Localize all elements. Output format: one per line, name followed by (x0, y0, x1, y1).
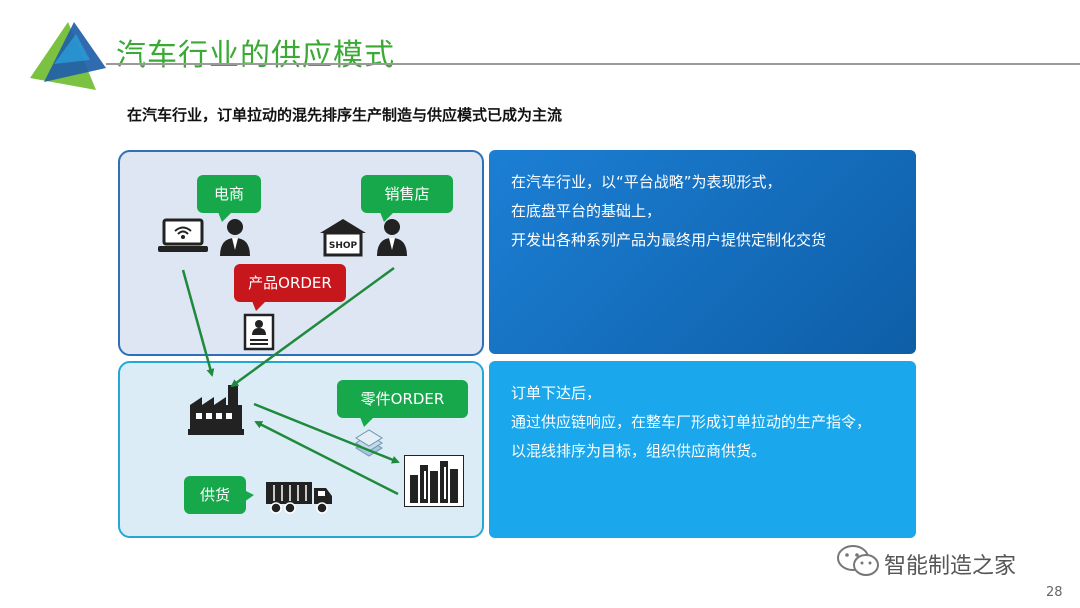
panel-top-line: 在底盘平台的基础上， (511, 202, 662, 220)
arrow-ecommerce-to-factory (181, 269, 215, 377)
bubble-product-order: 产品ORDER (234, 264, 346, 302)
bubble-ecommerce: 电商 (197, 175, 261, 213)
bubble-parts-order-tail (360, 417, 374, 427)
supplier-buildings-icon (404, 455, 464, 507)
order-document-icon (243, 313, 275, 351)
page-subtitle: 在汽车行业，订单拉动的混先排序生产制造与供应模式已成为主流 (127, 106, 563, 124)
shop-sign: SHOP (329, 241, 358, 251)
panel-top-line: 在汽车行业，以“平台战略”为表现形式， (511, 173, 782, 191)
watermark-text: 智能制造之家 (884, 554, 1017, 579)
bubble-supply-tail (244, 490, 254, 502)
bubble-store: 销售店 (361, 175, 453, 213)
parts-stack-icon (355, 429, 383, 457)
laptop-icon (158, 218, 208, 252)
platform-strategy-panel: 在汽车行业，以“平台战略”为表现形式， 在底盘平台的基础上， 开发出各种系列产品… (489, 150, 916, 354)
bubble-store-tail (380, 212, 394, 222)
logo-icon (30, 22, 106, 90)
arrow-factory-to-supplier (253, 402, 400, 464)
customer-person-icon (220, 219, 250, 256)
wechat-icon (837, 545, 879, 576)
page-number: 28 (1046, 585, 1063, 600)
panel-bottom-line: 订单下达后， (511, 384, 602, 402)
factory-icon (188, 385, 244, 435)
bubble-supply: 供货 (184, 476, 246, 514)
shop-icon: SHOP (320, 219, 366, 257)
arrow-store-to-factory (230, 266, 395, 388)
truck-icon (266, 482, 332, 514)
arrow-supplier-to-factory (254, 420, 399, 496)
bubble-product-order-tail (252, 301, 266, 311)
panel-top-line: 开发出各种系列产品为最终用户提供定制化交货 (511, 231, 827, 249)
panel-bottom-line: 以混线排序为目标，组织供应商供货。 (511, 442, 767, 460)
bubble-ecommerce-tail (218, 212, 232, 222)
panel-bottom-line: 通过供应链响应，在整车厂形成订单拉动的生产指令， (511, 413, 872, 431)
title-divider (106, 63, 1080, 65)
page-title: 汽车行业的供应模式 (116, 38, 395, 73)
store-person-icon (377, 219, 407, 256)
order-pull-panel: 订单下达后， 通过供应链响应，在整车厂形成订单拉动的生产指令， 以混线排序为目标… (489, 361, 916, 538)
bubble-parts-order: 零件ORDER (337, 380, 468, 418)
